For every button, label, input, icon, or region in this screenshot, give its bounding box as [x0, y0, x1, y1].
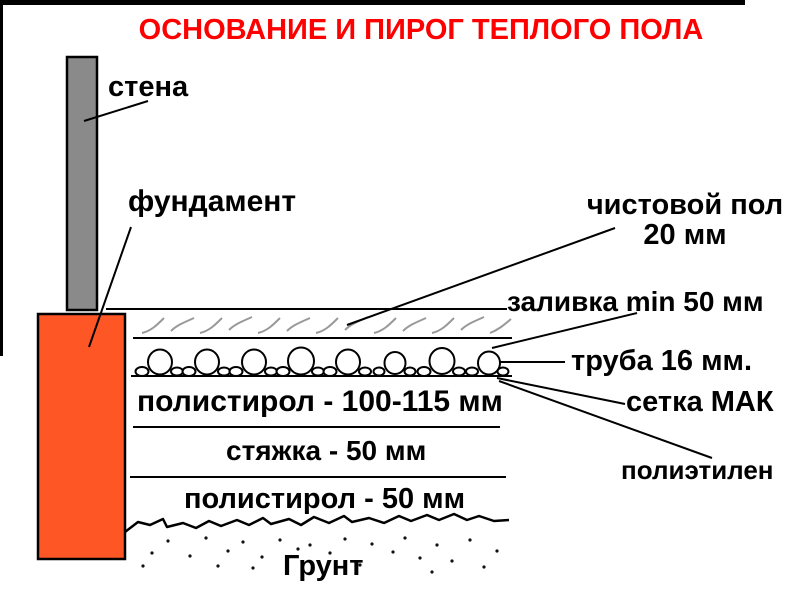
pipe-unit: [228, 348, 278, 377]
polystyrene-bottom-label: полистирол - 50 мм: [184, 483, 466, 515]
pour-leader-line: [491, 312, 638, 349]
pipe-unit: [134, 348, 184, 377]
foundation-label: фундамент: [128, 185, 297, 218]
pipe-unit: [372, 351, 417, 377]
screed-label: стяжка - 50 мм: [226, 435, 427, 466]
ground-label: Грунт: [283, 550, 364, 582]
finish-floor-label: чистовой пол 20 мм: [560, 190, 800, 251]
left-border: [0, 0, 3, 356]
foundation-shape: [36, 312, 127, 561]
diagram-title: ОСНОВАНИЕ И ПИРОГ ТЕПЛОГО ПОЛА: [138, 14, 704, 46]
wall-shape: [65, 55, 99, 312]
pipes-row: [134, 346, 510, 377]
mesh-leader-line: [496, 377, 626, 405]
finish-floor-label-line2: 20 мм: [643, 219, 727, 252]
pipe-unit: [416, 347, 466, 377]
top-border: [0, 0, 745, 5]
ground-dots: [141, 536, 499, 574]
ground-squiggle-line: [124, 512, 510, 533]
finish-floor-leader-line: [346, 227, 616, 326]
polyethylene-label: полиэтилен: [621, 455, 774, 485]
foundation-leader-line: [88, 226, 132, 348]
pipe-unit: [322, 348, 372, 377]
mesh-label: сетка МАК: [626, 386, 774, 418]
pipe-unit: [465, 350, 510, 377]
pipe-label: труба 16 мм.: [571, 345, 753, 377]
polyethylene-leader-line: [498, 380, 713, 459]
finish-floor-hatching: [141, 316, 512, 334]
finish-floor-label-line1: чистовой пол: [586, 189, 784, 221]
pipe-unit: [181, 348, 231, 377]
polystyrene-top-label: полистирол - 100-115 мм: [137, 385, 503, 418]
wall-label: стена: [108, 71, 189, 103]
wall-leader-line: [83, 100, 149, 122]
pour-label: заливка min 50 мм: [507, 286, 764, 317]
pipe-unit: [275, 346, 325, 377]
